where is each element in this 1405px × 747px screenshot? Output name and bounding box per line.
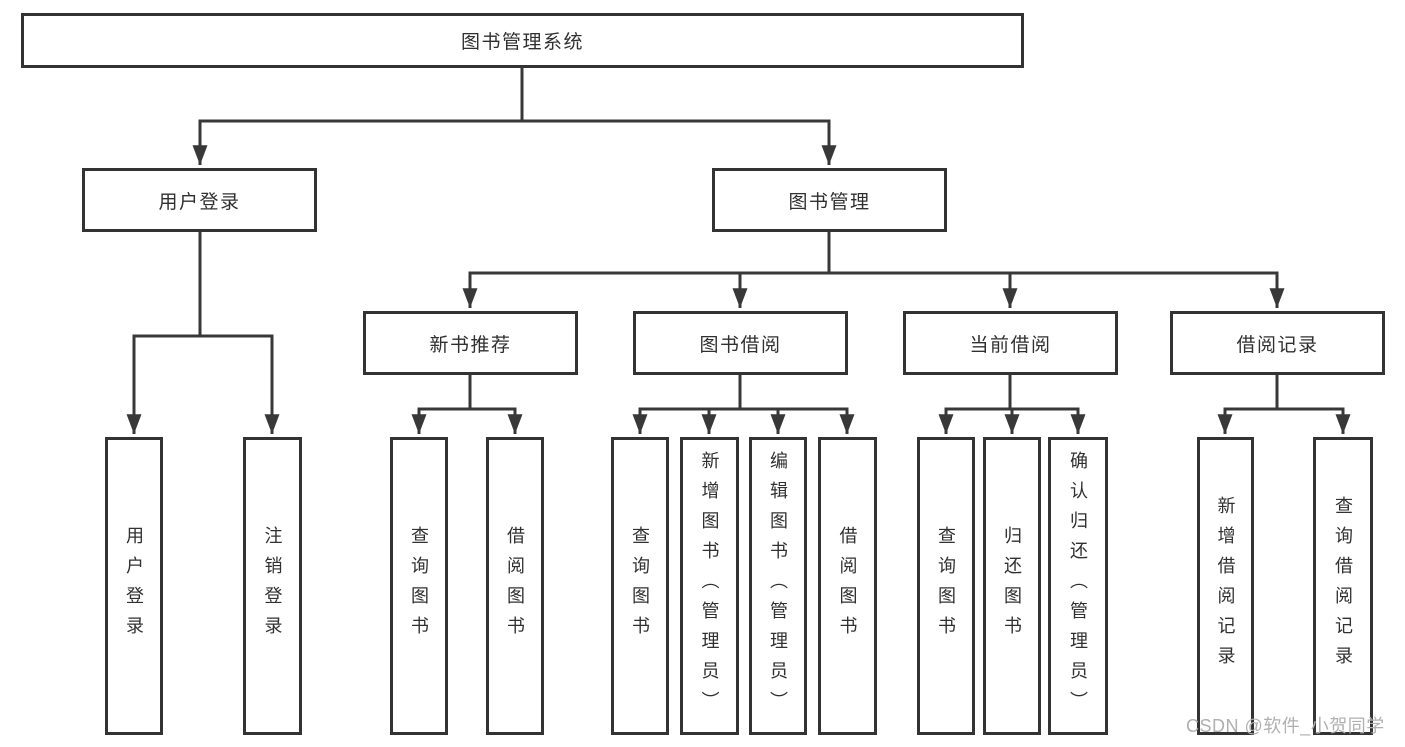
- leaf-label: 确认归还（管理员）: [1068, 451, 1088, 721]
- node-book-management: 图书管理: [712, 168, 947, 232]
- leaf-label: 查询图书: [409, 526, 429, 646]
- leaf-user-login: 用户登录: [105, 437, 163, 735]
- node-new-book-recommend: 新书推荐: [363, 311, 578, 375]
- connector-root-to-level2: [192, 66, 837, 166]
- leaf-label: 新增借阅记录: [1215, 496, 1236, 676]
- leaf-label: 借阅图书: [505, 526, 525, 646]
- leaf-newbooks-borrow: 借阅图书: [486, 437, 544, 735]
- leaf-logout: 注销登录: [243, 437, 302, 735]
- leaf-records-add: 新增借阅记录: [1197, 437, 1254, 735]
- node-current-borrow: 当前借阅: [903, 311, 1118, 375]
- node-user-login: 用户登录: [82, 168, 317, 232]
- leaf-label: 借阅图书: [837, 526, 858, 646]
- node-book-borrow-label: 图书借阅: [699, 334, 782, 356]
- leaf-label: 查询借阅记录: [1333, 496, 1353, 676]
- leaf-label: 查询图书: [936, 526, 956, 646]
- leaf-records-query: 查询借阅记录: [1313, 437, 1373, 735]
- leaf-label: 查询图书: [630, 526, 650, 646]
- node-borrow-records: 借阅记录: [1170, 311, 1385, 375]
- leaf-current-query: 查询图书: [917, 437, 975, 735]
- leaf-label: 注销登录: [262, 526, 283, 646]
- node-root-label: 图书管理系统: [460, 32, 584, 53]
- connector-records-children: [1217, 373, 1351, 435]
- node-root: 图书管理系统: [21, 13, 1024, 68]
- node-user-login-label: 用户登录: [158, 191, 241, 213]
- node-borrow-records-label: 借阅记录: [1236, 334, 1319, 356]
- leaf-borrow-add-admin: 新增图书（管理员）: [680, 437, 739, 735]
- leaf-label: 用户登录: [124, 526, 144, 646]
- leaf-borrow-query: 查询图书: [611, 437, 669, 735]
- leaf-borrow-borrow: 借阅图书: [818, 437, 877, 735]
- leaf-label: 编辑图书（管理员）: [768, 451, 788, 721]
- connector-borrow-children: [632, 373, 855, 435]
- leaf-current-return: 归还图书: [983, 437, 1041, 735]
- leaf-current-confirm-admin: 确认归还（管理员）: [1048, 437, 1108, 735]
- leaf-label: 归还图书: [1002, 526, 1022, 646]
- node-current-borrow-label: 当前借阅: [969, 334, 1052, 356]
- leaf-newbooks-query: 查询图书: [390, 437, 448, 735]
- connector-book-management-to-level3: [462, 230, 1285, 309]
- connector-new-books-children: [411, 373, 523, 435]
- node-new-book-recommend-label: 新书推荐: [429, 334, 512, 356]
- leaf-borrow-edit-admin: 编辑图书（管理员）: [749, 437, 807, 735]
- connector-user-login-children: [126, 230, 280, 435]
- connector-current-children: [938, 373, 1086, 435]
- csdn-watermark: CSDN @软件_小贺同学: [1186, 716, 1385, 736]
- leaf-label: 新增图书（管理员）: [699, 451, 720, 721]
- node-book-borrow: 图书借阅: [633, 311, 848, 375]
- node-book-management-label: 图书管理: [788, 191, 871, 213]
